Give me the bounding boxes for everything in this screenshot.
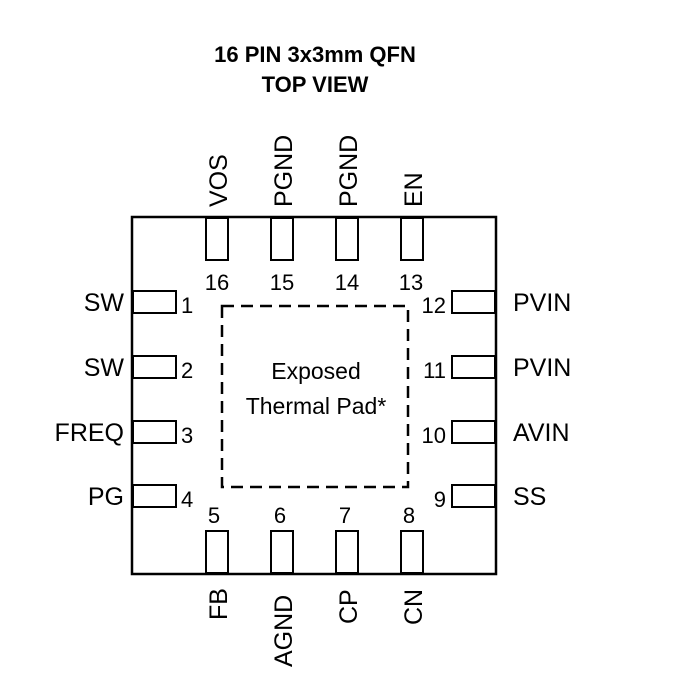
pin-name: CP	[335, 589, 363, 624]
pin-name: FREQ	[55, 419, 124, 447]
pin-pad	[270, 217, 294, 261]
pin-name: CN	[400, 589, 428, 625]
diagram-subtitle: TOP VIEW	[261, 72, 369, 97]
pin-number: 2	[181, 358, 193, 383]
pin-12: PVIN 12	[422, 289, 572, 318]
pin-2: SW 2	[84, 354, 194, 383]
pin-number: 3	[181, 423, 193, 448]
pin-13: EN 13	[399, 172, 428, 295]
pin-name: AGND	[270, 595, 298, 667]
pin-number: 12	[422, 293, 446, 318]
pin-14: PGND 14	[335, 135, 363, 295]
pin-pad	[451, 420, 496, 444]
pin-pad	[132, 290, 177, 314]
pin-number: 10	[422, 423, 446, 448]
pin-pad	[400, 217, 424, 261]
pin-number: 16	[205, 270, 229, 295]
pin-pad	[270, 530, 294, 574]
pin-1: SW 1	[84, 289, 194, 318]
pin-9: SS 9	[434, 483, 547, 512]
pin-number: 14	[335, 270, 359, 295]
pin-16: VOS 16	[205, 154, 233, 295]
pin-pad	[205, 530, 229, 574]
pin-name: PGND	[270, 135, 298, 207]
pin-5: FB 5	[205, 503, 233, 620]
diagram-title: 16 PIN 3x3mm QFN	[214, 42, 416, 67]
thermal-pad-label-line1: Exposed	[271, 358, 361, 384]
pin-pad	[335, 530, 359, 574]
pin-name: PGND	[335, 135, 363, 207]
pin-7: CP 7	[335, 503, 363, 624]
pin-number: 4	[181, 487, 193, 512]
pin-15: PGND 15	[270, 135, 298, 295]
thermal-pad-label-line2: Thermal Pad*	[246, 393, 387, 419]
pin-name: VOS	[205, 154, 233, 207]
pin-6: AGND 6	[270, 503, 298, 667]
pin-pad	[335, 217, 359, 261]
pin-name: SW	[84, 289, 125, 317]
thermal-pad-outline	[220, 304, 410, 489]
pin-number: 15	[270, 270, 294, 295]
pin-4: PG 4	[88, 483, 193, 512]
pin-number: 13	[399, 270, 423, 295]
pin-number: 9	[434, 487, 446, 512]
pin-pad	[451, 355, 496, 379]
pin-number: 8	[403, 503, 415, 528]
pin-pad	[205, 217, 229, 261]
pin-pad	[400, 530, 424, 574]
pin-name: PVIN	[513, 289, 571, 317]
pin-number: 7	[339, 503, 351, 528]
pin-name: AVIN	[513, 419, 570, 447]
pin-number: 1	[181, 293, 193, 318]
pin-11: PVIN 11	[423, 354, 571, 383]
pin-name: PVIN	[513, 354, 571, 382]
pin-number: 5	[208, 503, 220, 528]
pin-3: FREQ 3	[55, 419, 194, 448]
pin-8: CN 8	[400, 503, 428, 625]
pin-name: SS	[513, 483, 546, 511]
pin-name: SW	[84, 354, 125, 382]
pin-number: 11	[423, 358, 446, 383]
pin-pad	[451, 484, 496, 508]
package-body	[130, 215, 498, 576]
pin-number: 6	[274, 503, 286, 528]
pin-name: EN	[400, 172, 428, 207]
pin-10: AVIN 10	[422, 419, 570, 448]
pin-pad	[132, 484, 177, 508]
pin-pad	[132, 355, 177, 379]
pin-name: FB	[205, 588, 233, 620]
pin-pad	[451, 290, 496, 314]
pin-pad	[132, 420, 177, 444]
pin-name: PG	[88, 483, 124, 511]
